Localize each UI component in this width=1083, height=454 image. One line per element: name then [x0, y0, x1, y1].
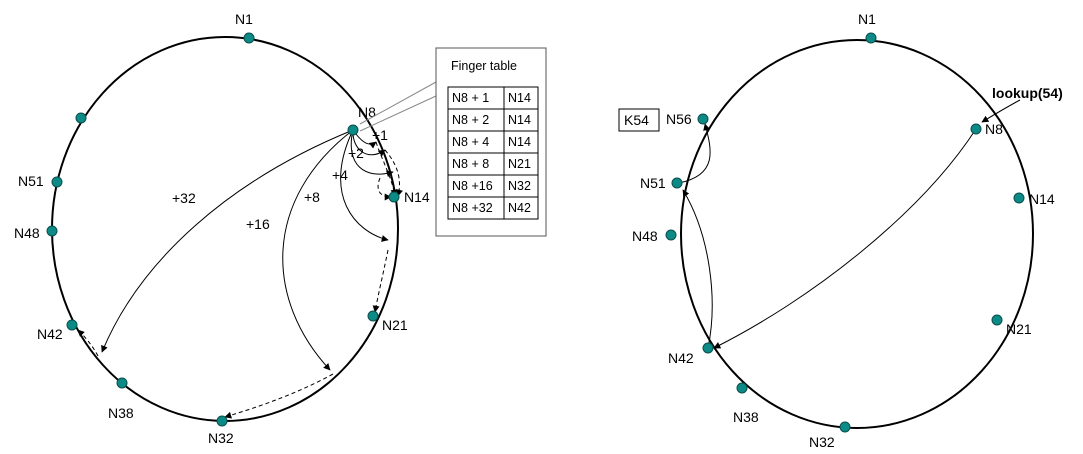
dash-n8-n14-b — [384, 149, 403, 197]
right-node-n51 — [671, 177, 683, 189]
finger-text-succ-0: N14 — [508, 91, 531, 105]
right-label-n1: N1 — [858, 11, 876, 27]
lookup-label: lookup(54) — [992, 85, 1063, 101]
right-label-n8: N8 — [985, 121, 1003, 137]
left-label-n38: N38 — [108, 405, 134, 421]
dash-n8-n14-c — [377, 177, 392, 201]
left-label-n48: N48 — [14, 225, 40, 241]
right-label-n42: N42 — [668, 350, 694, 366]
left-node-unnamed — [75, 112, 87, 124]
right-nodes — [665, 32, 1025, 433]
right-label-n38: N38 — [733, 409, 759, 425]
lookup-pointer — [981, 99, 1021, 123]
dash-to-n21 — [372, 249, 389, 313]
left-label-n42: N42 — [37, 326, 63, 342]
right-label-n56: N56 — [666, 111, 692, 127]
dash-to-n32 — [224, 373, 334, 419]
arrow-plus4 — [350, 129, 394, 178]
right-label-n32: N32 — [809, 434, 835, 450]
left-node-n38 — [116, 377, 128, 389]
successor-arrows — [77, 141, 403, 419]
key-label: K54 — [624, 112, 649, 128]
right-node-n38 — [736, 382, 748, 394]
left-node-n8 — [347, 124, 359, 136]
left-node-n21 — [367, 310, 379, 322]
finger-text-key-4: N8 +16 — [452, 179, 493, 193]
arrow-plus16 — [282, 129, 354, 371]
dash-n8-n14-a — [375, 141, 398, 197]
lookup-path — [678, 123, 977, 349]
finger-text-succ-1: N14 — [508, 113, 531, 127]
finger-text-succ-4: N32 — [508, 179, 531, 193]
left-label-n32: N32 — [208, 430, 234, 446]
right-node-n42 — [702, 342, 714, 354]
right-node-n1 — [865, 32, 877, 44]
key-box — [618, 108, 660, 132]
arrow-plus32 — [101, 129, 354, 353]
left-node-n32 — [216, 415, 228, 427]
left-node-n1 — [243, 32, 255, 44]
finger-label-2: +2 — [348, 145, 364, 161]
right-label-n21: N21 — [1006, 321, 1032, 337]
finger-label-32: +32 — [172, 190, 196, 206]
arrow-n8-n42 — [713, 128, 977, 349]
finger-text-succ-5: N42 — [508, 201, 531, 215]
left-label-n14: N14 — [404, 189, 430, 205]
right-node-n21 — [991, 314, 1003, 326]
right-node-n8 — [970, 123, 982, 135]
finger-label-16: +16 — [246, 216, 270, 232]
left-label-n8: N8 — [358, 104, 376, 120]
finger-text-succ-2: N14 — [508, 135, 531, 149]
finger-label-8: +8 — [304, 189, 320, 205]
left-label-n1: N1 — [235, 11, 253, 27]
left-ring-circle — [51, 36, 399, 422]
left-node-n48 — [46, 225, 58, 237]
right-node-n56 — [697, 113, 709, 125]
callout-line-top — [359, 81, 437, 125]
arrow-n51-n56 — [678, 123, 711, 184]
finger-text-key-5: N8 +32 — [452, 201, 493, 215]
left-label-n51: N51 — [18, 173, 44, 189]
arrow-n42-n51 — [682, 189, 713, 349]
dash-to-n42 — [77, 329, 99, 357]
finger-label-4: +4 — [332, 167, 348, 183]
finger-table-rows: N8 + 1 N14 N8 + 2 N14 N8 + 4 N14 N8 + 8 N21 N8 +… — [447, 86, 539, 220]
right-label-n14: N14 — [1029, 191, 1055, 207]
finger-text-key-0: N8 + 1 — [452, 91, 489, 105]
finger-table: Finger table N8 + 1 N14 N8 + 2 N14 N8 + 4 N14… — [359, 47, 547, 237]
left-node-n51 — [51, 176, 63, 188]
left-node-n42 — [66, 319, 78, 331]
right-chord-ring: lookup(54) N1 N8 N14 N21 N32 N38 N42 N4 — [618, 11, 1063, 450]
right-label-n48: N48 — [632, 228, 658, 244]
finger-table-title: Finger table — [451, 59, 517, 73]
right-node-n32 — [839, 421, 851, 433]
finger-text-key-1: N8 + 2 — [452, 113, 489, 127]
right-label-n51: N51 — [640, 175, 666, 191]
left-nodes — [46, 32, 400, 427]
callout-line-bottom — [359, 95, 437, 132]
right-node-n48 — [665, 229, 677, 241]
right-ring-circle — [680, 39, 1034, 429]
right-node-n14 — [1013, 192, 1025, 204]
left-chord-ring: +1 +2 +4 +8 +16 +32 N1 N8 N14 N21 N32 N3… — [14, 11, 547, 446]
left-label-n21: N21 — [382, 317, 408, 333]
finger-cell-succ-5 — [503, 196, 539, 220]
arrow-plus8 — [340, 129, 389, 242]
finger-text-key-3: N8 + 8 — [452, 157, 489, 171]
finger-arrows — [101, 129, 394, 371]
left-node-n14 — [388, 191, 400, 203]
finger-label-1: +1 — [372, 127, 388, 143]
finger-text-succ-3: N21 — [508, 157, 531, 171]
finger-text-key-2: N8 + 4 — [452, 135, 489, 149]
